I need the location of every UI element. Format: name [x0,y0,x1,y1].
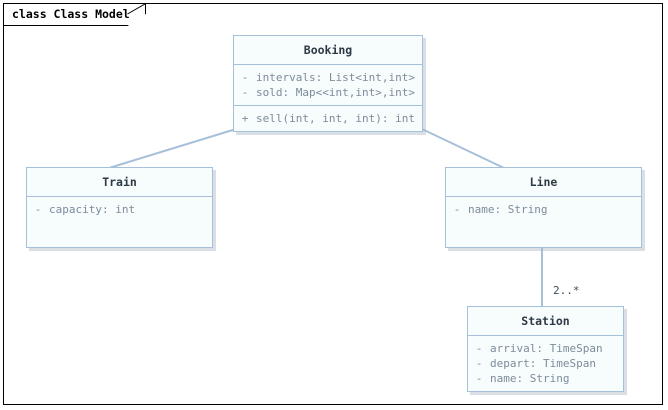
operations-compartment-booking: + sell(int, int, int): int [234,105,422,131]
attributes-compartment-station: - arrival: TimeSpan - depart: TimeSpan -… [468,335,623,391]
attribute-signature: sold: Map<<int,int>,int> [256,86,415,99]
class-name-station: Station [521,314,570,328]
class-node-train[interactable]: Train - capacity: int [26,167,213,248]
frame-title-label: class Class Model [12,7,130,21]
attribute-signature: name: String [468,203,548,216]
attribute-signature: intervals: List<int,int> [256,71,415,84]
visibility-marker: - [475,357,483,370]
class-name-train: Train [102,175,137,189]
visibility-marker: - [453,203,461,216]
class-node-line[interactable]: Line - name: String [445,167,642,248]
attribute-row: - depart: TimeSpan [468,356,623,371]
attribute-signature: depart: TimeSpan [490,357,596,370]
operation-row: + sell(int, int, int): int [234,111,422,126]
multiplicity-label-line-station: 2..* [553,284,580,297]
attribute-row: - sold: Map<<int,int>,int> [234,85,422,100]
attributes-compartment-booking: - intervals: List<int,int> - sold: Map<<… [234,64,422,105]
class-name-booking: Booking [303,43,353,57]
association-booking-line [421,128,505,169]
class-node-station[interactable]: Station - arrival: TimeSpan - depart: Ti… [467,306,624,392]
visibility-marker: + [241,112,249,125]
class-name-line: Line [529,175,558,189]
visibility-marker: - [475,372,483,385]
association-booking-train [108,128,237,169]
uml-diagram-frame: class Class Model Booking - intervals: L… [3,3,663,405]
attribute-row: - name: String [446,202,641,217]
attribute-row: - arrival: TimeSpan [468,341,623,356]
attribute-row: - capacity: int [27,202,212,217]
visibility-marker: - [475,342,483,355]
attributes-compartment-train: - capacity: int [27,196,212,222]
visibility-marker: - [241,71,249,84]
attribute-signature: capacity: int [49,203,136,216]
class-node-booking[interactable]: Booking - intervals: List<int,int> - sol… [233,35,423,132]
attribute-row: - intervals: List<int,int> [234,70,422,85]
attribute-row: - name: String [468,371,623,386]
visibility-marker: - [34,203,42,216]
attribute-signature: arrival: TimeSpan [490,342,603,355]
operation-signature: sell(int, int, int): int [256,112,415,125]
attributes-compartment-line: - name: String [446,196,641,222]
attribute-signature: name: String [490,372,570,385]
visibility-marker: - [241,86,249,99]
